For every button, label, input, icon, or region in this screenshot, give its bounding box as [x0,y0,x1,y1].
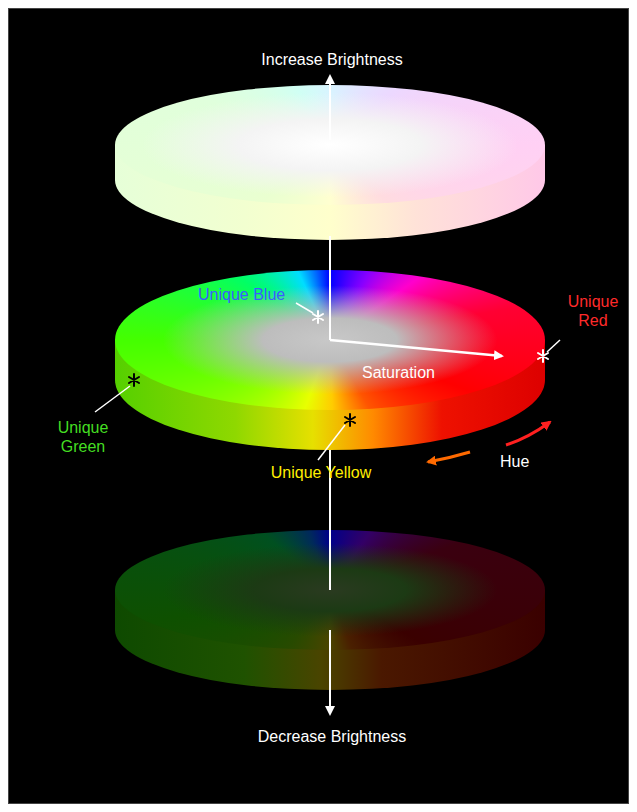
hue-label: Unique Blue [198,285,308,304]
axis-label: Increase Brightness [222,50,442,69]
hue-label: Unique Green [48,418,118,456]
brightness-axis [329,76,331,714]
hue-arrow [428,452,470,462]
axis-label: Decrease Brightness [212,727,452,746]
saturation-arrow [330,340,502,356]
leader-lines [95,303,560,460]
hue-label: Unique Yellow [256,463,386,482]
hue-arrow [506,422,550,445]
axis-label: Saturation [362,363,462,382]
hue-label: Unique Red [565,292,621,330]
axis-label: Hue [500,452,540,471]
unique-hue-marks [129,311,548,426]
